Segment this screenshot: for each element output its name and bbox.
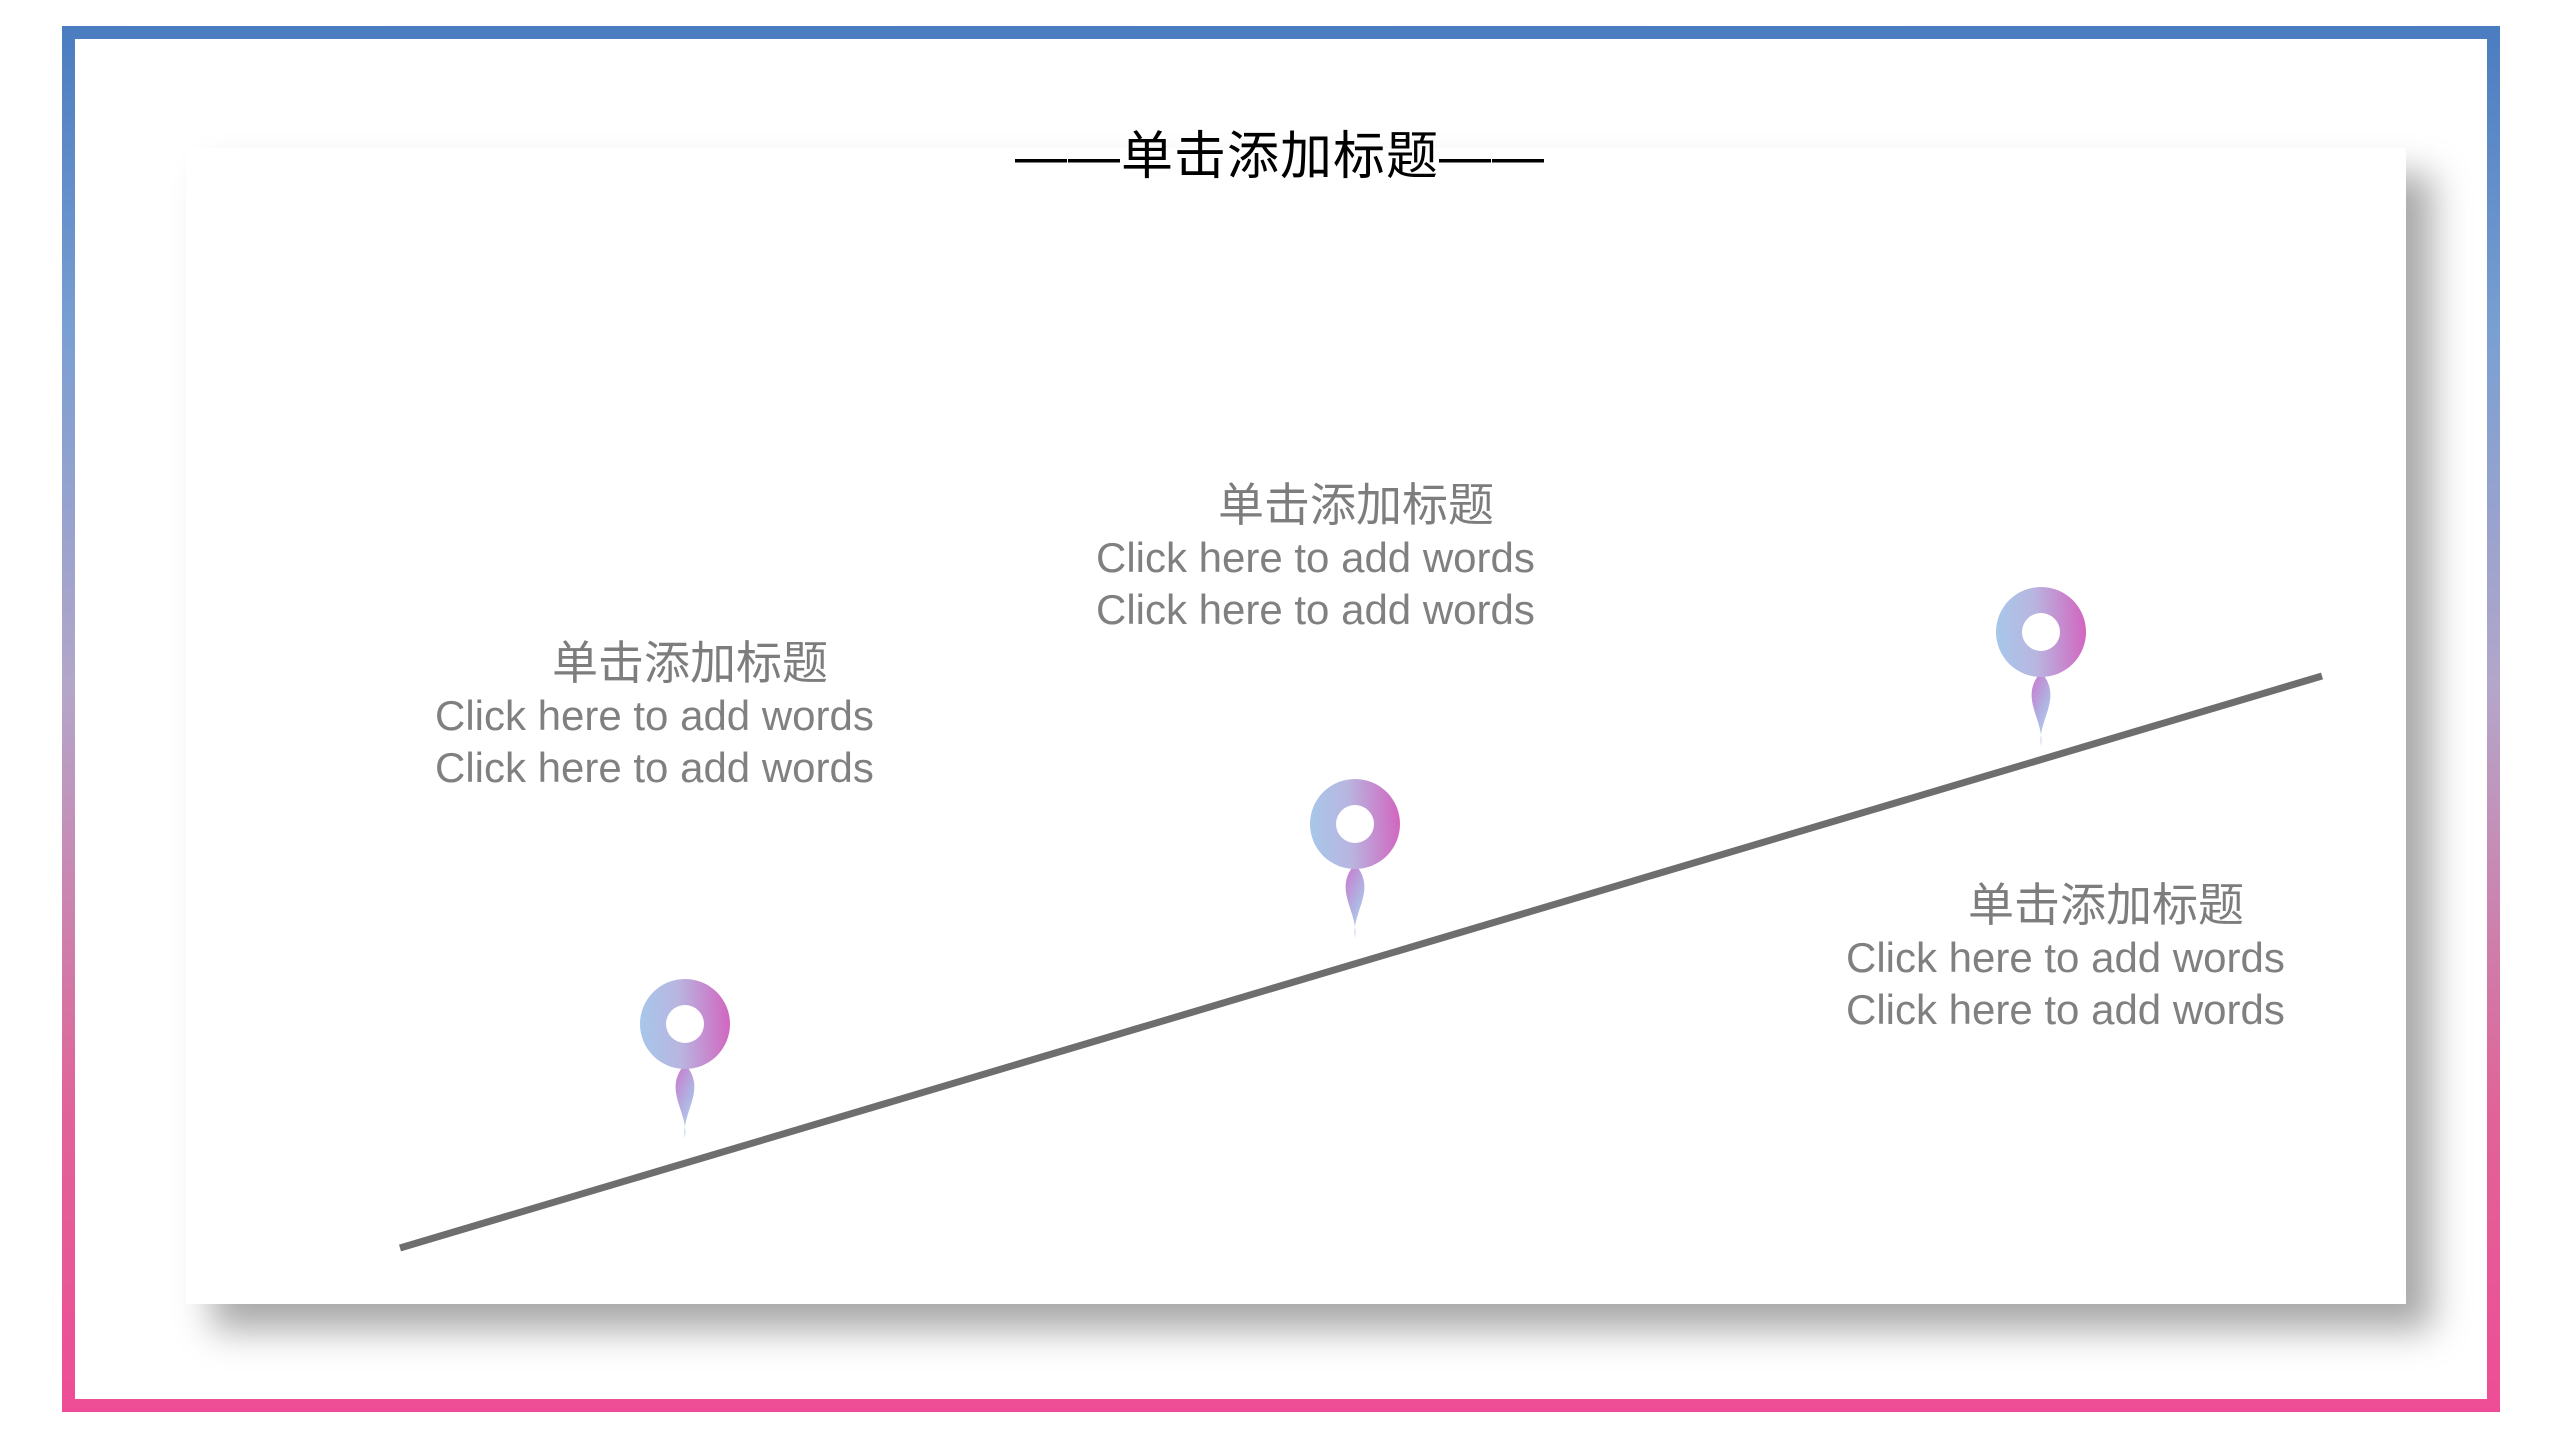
- text-block-2-line-1: Click here to add words: [1096, 534, 1535, 582]
- text-block-1-line-2: Click here to add words: [435, 743, 874, 791]
- text-block-3-line-1: Click here to add words: [1846, 934, 2285, 982]
- page-title: ——单击添加标题——: [1014, 128, 1545, 186]
- text-block-1[interactable]: 单击添加标题 Click here to add words Click her…: [435, 636, 945, 793]
- text-block-2-heading: 单击添加标题: [1218, 479, 1494, 531]
- text-block-3-heading: 单击添加标题: [1968, 879, 2244, 931]
- text-block-3[interactable]: 单击添加标题 Click here to add words Click her…: [1846, 878, 2366, 1035]
- map-pin-3[interactable]: [1988, 580, 2094, 748]
- text-block-1-heading: 单击添加标题: [552, 637, 828, 689]
- text-block-3-line-2: Click here to add words: [1846, 985, 2285, 1033]
- text-block-2-line-2: Click here to add words: [1096, 585, 1535, 633]
- text-block-1-line-1: Click here to add words: [435, 692, 874, 740]
- map-pin-1[interactable]: [632, 972, 738, 1140]
- map-pin-2[interactable]: [1302, 772, 1408, 940]
- text-block-2[interactable]: 单击添加标题 Click here to add words Click her…: [1096, 478, 1616, 635]
